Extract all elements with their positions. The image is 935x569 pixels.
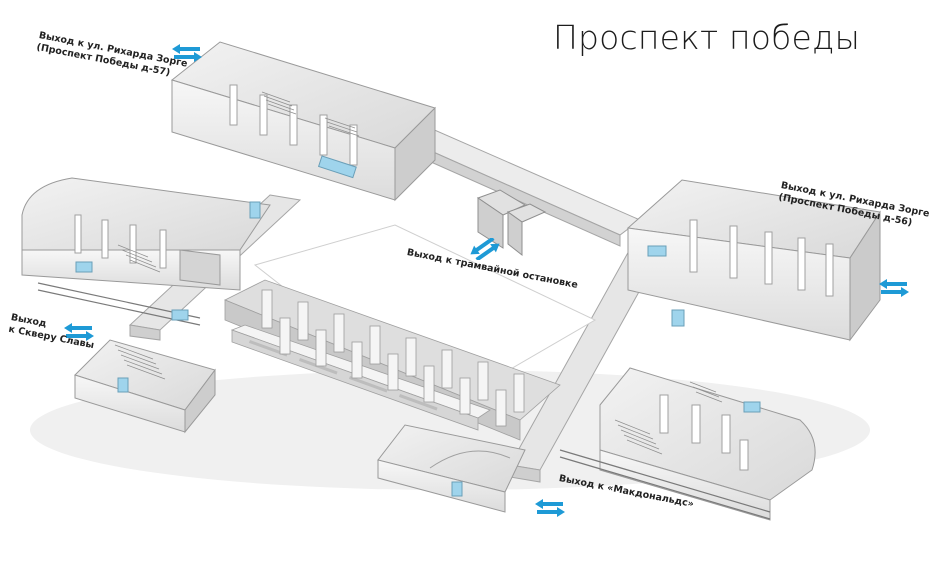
info-screen [317, 155, 357, 179]
stairs-nw [261, 91, 360, 137]
exit-arrows-icon [535, 499, 565, 517]
stairs-se [614, 381, 723, 455]
vestibule-east [626, 179, 881, 342]
station-title: Проспект победы [553, 18, 861, 57]
exit-arrows-icon [879, 279, 909, 297]
exit-skver-slavy [74, 309, 216, 434]
info-screen [451, 481, 463, 497]
info-screen [75, 261, 93, 273]
tram-exit-stairs [476, 189, 547, 257]
platform-hall [224, 279, 561, 441]
exit-arrows-icon [64, 323, 94, 341]
exit-arrows-icon [172, 44, 202, 62]
rails-east [559, 449, 771, 520]
stairs-w [117, 244, 161, 273]
central-concourse [128, 127, 666, 483]
vestibule-south-east [599, 367, 816, 521]
info-screen [671, 309, 685, 327]
info-screen [171, 309, 189, 321]
exit-south-centre [377, 424, 526, 513]
vestibule-west [21, 177, 271, 291]
info-screen [249, 201, 261, 219]
info-screen [743, 401, 761, 413]
info-screen [647, 245, 667, 257]
exit-arrows-icon [470, 238, 500, 260]
platform-columns [261, 289, 525, 427]
vestibule-north-west [170, 41, 436, 202]
info-screen [117, 377, 129, 393]
stairs-skver [114, 344, 166, 380]
